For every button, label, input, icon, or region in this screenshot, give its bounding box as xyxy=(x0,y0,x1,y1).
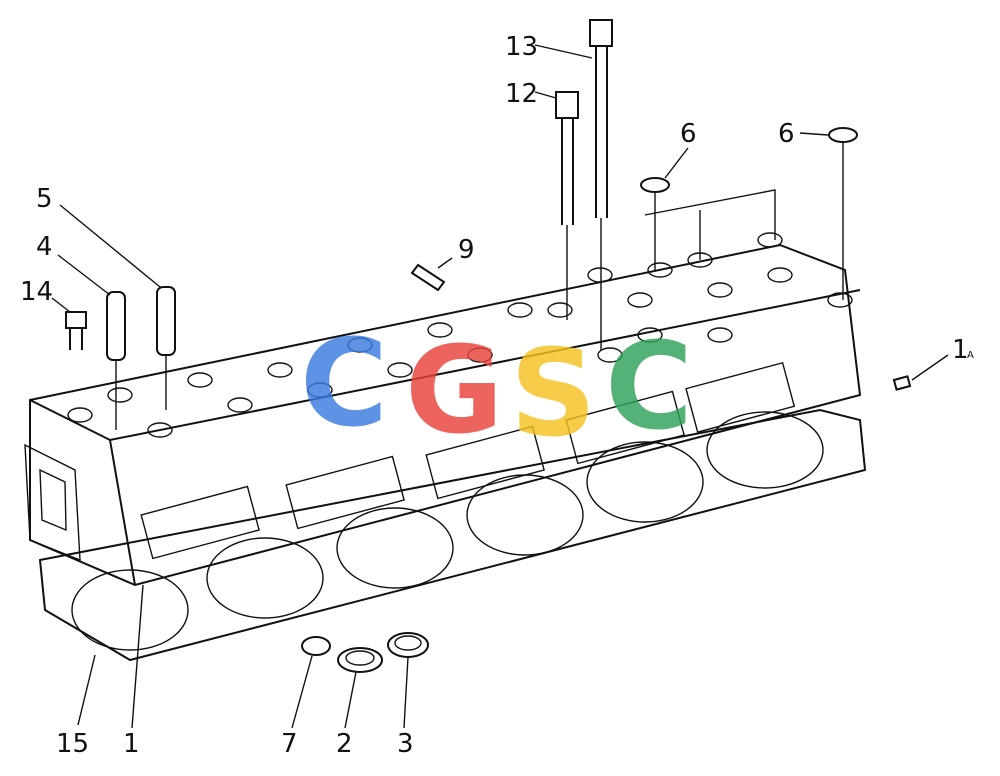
callout-12: 12 xyxy=(505,79,538,109)
leader-lines xyxy=(51,44,949,729)
callout-9: 9 xyxy=(458,235,475,265)
callout-7: 7 xyxy=(281,729,298,759)
callout-1a-sub: A xyxy=(967,350,974,361)
callout-6-left: 6 xyxy=(680,119,697,149)
watermark-logo: C G S C xyxy=(300,315,693,464)
callout-1a: 1 xyxy=(952,335,969,365)
watermark-letter-3: S xyxy=(510,325,596,464)
plug-6-right xyxy=(828,127,858,300)
callout-3: 3 xyxy=(397,729,414,759)
watermark-letter-2: G xyxy=(405,322,504,461)
callout-4: 4 xyxy=(36,232,53,262)
pin-1a xyxy=(892,375,912,391)
head-bolt-13 xyxy=(589,19,613,350)
sleeve-4 xyxy=(106,291,126,430)
callout-5: 5 xyxy=(36,184,53,214)
callout-13: 13 xyxy=(505,32,538,62)
callout-15: 15 xyxy=(56,729,89,759)
watermark-letter-1: C xyxy=(300,315,388,454)
callout-2: 2 xyxy=(336,729,353,759)
dowel-9 xyxy=(410,263,446,292)
callout-14: 14 xyxy=(20,277,53,307)
sleeve-5 xyxy=(156,286,176,410)
cylinder-head xyxy=(24,189,862,587)
watermark-letter-4: C xyxy=(605,318,693,457)
plug-7 xyxy=(301,636,331,656)
head-bolt-12 xyxy=(555,91,579,320)
washer-2 xyxy=(337,647,383,673)
head-gasket xyxy=(38,408,867,662)
callout-6-right: 6 xyxy=(778,119,795,149)
washer-3 xyxy=(387,632,429,658)
callout-1: 1 xyxy=(123,729,140,759)
plug-6-left xyxy=(640,177,670,270)
bolt-14 xyxy=(65,311,87,350)
